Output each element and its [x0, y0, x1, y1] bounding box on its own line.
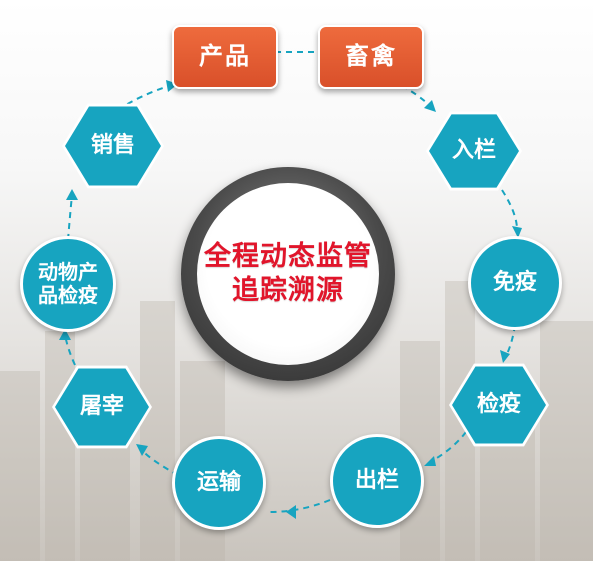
arrow-6 [136, 444, 148, 456]
node-transport-label: 运输 [196, 470, 241, 496]
node-slaughter-label: 屠宰 [79, 393, 124, 419]
node-pen-in: 入栏 [426, 111, 522, 191]
center-title-line2: 追踪溯源 [232, 275, 344, 306]
connector-pen-out-transport [269, 499, 331, 513]
arrow-7 [59, 329, 71, 340]
arrow-8 [66, 189, 78, 200]
arrow-4 [424, 456, 436, 466]
node-transport: 运输 [172, 436, 266, 530]
center-badge: 全程动态监管 追踪溯源 [181, 167, 395, 381]
node-livestock-label: 畜禽 [345, 42, 397, 71]
connector-quarantine-pen-out [429, 431, 467, 463]
node-sales: 销售 [62, 103, 164, 189]
node-animal-product-quarantine-line1: 动物产 [38, 260, 98, 284]
center-badge-inner: 全程动态监管 追踪溯源 [197, 183, 379, 365]
node-quarantine: 检疫 [449, 363, 549, 447]
arrow-3 [500, 350, 510, 363]
node-livestock: 畜禽 [318, 25, 424, 89]
connector-transport-slaughter [139, 447, 179, 476]
arrow-5 [286, 505, 296, 519]
node-animal-product-quarantine-line2: 品检疫 [38, 283, 98, 307]
connector-animal-product-sales [67, 194, 73, 241]
node-quarantine-label: 检疫 [476, 391, 521, 417]
node-animal-product-quarantine: 动物产 品检疫 [20, 236, 116, 332]
node-sales-label: 销售 [90, 132, 135, 158]
node-pen-out-label: 出栏 [354, 468, 399, 494]
arrow-2 [512, 226, 522, 238]
center-title-line1: 全程动态监管 [204, 241, 372, 273]
connector-pen-in-vaccination [501, 189, 519, 233]
connector-slaughter-animal-product [64, 334, 76, 366]
node-vaccination: 免疫 [468, 236, 562, 330]
node-slaughter: 屠宰 [52, 365, 152, 449]
node-product-label: 产品 [199, 42, 251, 71]
node-pen-in-label: 入栏 [451, 137, 496, 163]
arrow-1 [424, 100, 436, 112]
node-pen-out: 出栏 [330, 434, 424, 528]
node-product: 产品 [172, 25, 278, 89]
node-vaccination-label: 免疫 [492, 270, 537, 296]
